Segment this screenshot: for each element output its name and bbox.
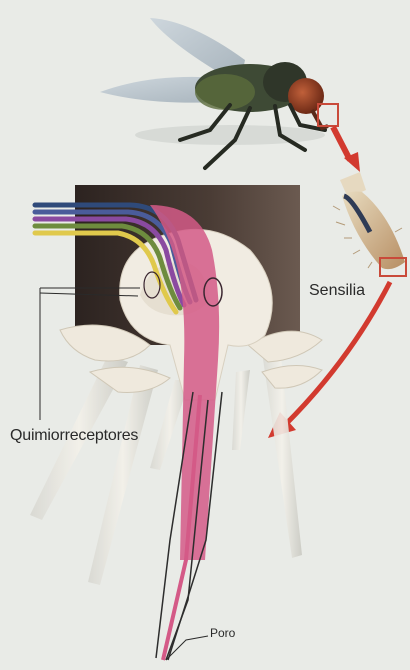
leg-segment-illustration — [333, 172, 406, 276]
poro-label: Poro — [210, 626, 235, 640]
sensilia-label: Sensilia — [309, 282, 365, 300]
quimiorreceptores-label: Quimiorreceptores — [10, 427, 138, 445]
sensillum-cross-section — [30, 185, 322, 660]
fly-illustration — [100, 18, 338, 168]
arrow-fly-to-leg — [333, 127, 360, 172]
